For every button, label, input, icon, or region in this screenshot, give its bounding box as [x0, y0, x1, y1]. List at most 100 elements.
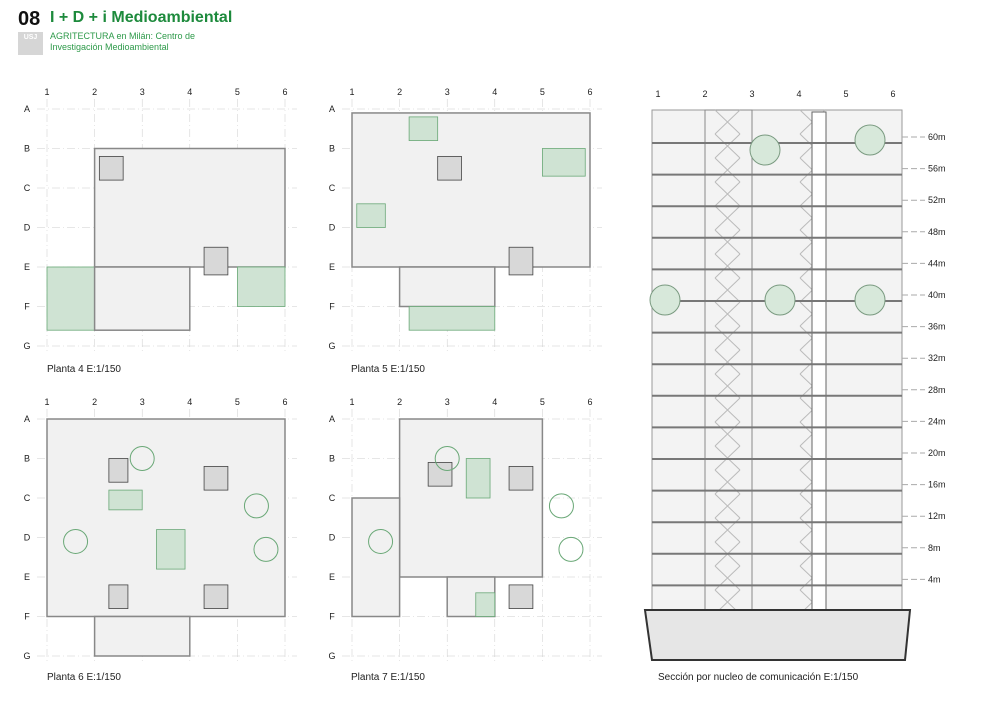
column-label: 3	[749, 89, 754, 99]
core	[508, 465, 534, 491]
floor-slab	[351, 497, 401, 618]
column-label: 5	[235, 397, 240, 407]
column-label: 6	[587, 87, 592, 97]
foundation	[643, 609, 912, 661]
subtitle-line: AGRITECTURA en Milán: Centro de	[50, 31, 196, 41]
tree-icon	[854, 124, 886, 156]
column-label: 5	[540, 87, 545, 97]
tree-icon	[649, 284, 681, 316]
planter	[408, 116, 439, 142]
cross-bracing	[714, 253, 741, 279]
level-label: 36m	[928, 322, 946, 332]
column-label: 3	[140, 397, 145, 407]
level-label: 20m	[928, 448, 946, 458]
row-label: G	[23, 651, 30, 661]
row-label: B	[24, 144, 30, 154]
planter	[46, 266, 95, 331]
row-label: E	[24, 572, 30, 582]
floor-slab	[93, 147, 286, 268]
planter	[108, 489, 143, 511]
row-label: E	[329, 572, 335, 582]
tree-icon	[243, 493, 269, 519]
column-label: 1	[44, 87, 49, 97]
row-label: C	[24, 183, 31, 193]
cross-bracing	[714, 373, 741, 399]
row-label: F	[24, 302, 30, 312]
row-label: C	[329, 183, 336, 193]
core	[108, 584, 129, 610]
column-label: 4	[492, 397, 497, 407]
floor-slab	[93, 266, 191, 331]
core	[203, 465, 229, 491]
tree-icon	[368, 528, 394, 554]
row-label: C	[329, 493, 336, 503]
row-label: A	[24, 104, 30, 114]
floor-slab	[351, 112, 591, 268]
board-subtitle: AGRITECTURA en Milán: Centro de Investig…	[50, 31, 270, 53]
column-label: 2	[92, 397, 97, 407]
column-label: 5	[235, 87, 240, 97]
plan-caption: Planta 4 E:1/150	[47, 364, 121, 375]
row-label: A	[329, 104, 335, 114]
level-label: 56m	[928, 164, 946, 174]
cross-bracing	[714, 301, 741, 327]
column-label: 6	[282, 87, 287, 97]
column-label: 6	[282, 397, 287, 407]
planter	[542, 148, 586, 177]
level-label: 48m	[928, 227, 946, 237]
column-label: 4	[492, 87, 497, 97]
column-label: 4	[187, 87, 192, 97]
level-label: 32m	[928, 353, 946, 363]
cross-bracing	[714, 109, 741, 135]
subtitle-line: Investigación Medioambiental	[50, 42, 169, 52]
row-label: D	[329, 533, 336, 543]
row-label: B	[329, 454, 335, 464]
core	[203, 246, 229, 276]
row-label: A	[329, 414, 335, 424]
column-label: 3	[445, 397, 450, 407]
board-number: 08	[18, 8, 41, 30]
level-label: 8m	[928, 543, 941, 553]
usj-logo: USJ	[18, 32, 43, 55]
plan-caption: Planta 5 E:1/150	[351, 364, 425, 375]
core	[108, 458, 129, 483]
board-title: I + D + i Medioambiental	[50, 9, 233, 26]
row-label: D	[329, 223, 336, 233]
row-label: G	[328, 341, 335, 351]
row-label: A	[24, 414, 30, 424]
row-label: F	[329, 302, 335, 312]
level-label: 44m	[928, 258, 946, 268]
floor-slab	[93, 615, 191, 657]
column-label: 2	[92, 87, 97, 97]
tree-icon	[749, 134, 781, 166]
row-label: E	[24, 262, 30, 272]
planter	[156, 529, 186, 570]
plan-caption: Planta 7 E:1/150	[351, 672, 425, 683]
core	[437, 155, 462, 181]
cross-bracing	[714, 325, 741, 351]
section-building	[651, 109, 903, 611]
floor-slab	[398, 266, 496, 308]
planter	[356, 203, 386, 228]
cross-bracing	[714, 349, 741, 375]
column-label: 6	[890, 89, 895, 99]
column-label: 6	[587, 397, 592, 407]
column-label: 3	[445, 87, 450, 97]
tree-icon	[434, 446, 460, 471]
floor-slab	[46, 418, 286, 618]
section-caption: Sección por nucleo de comunicación E:1/1…	[658, 672, 859, 683]
row-label: E	[329, 262, 335, 272]
tree-icon	[253, 536, 279, 562]
planter	[236, 266, 286, 307]
column-label: 5	[540, 397, 545, 407]
tree-icon	[63, 528, 89, 554]
tree-icon	[854, 284, 886, 316]
tree-icon	[764, 284, 796, 316]
level-label: 16m	[928, 480, 946, 490]
level-label: 28m	[928, 385, 946, 395]
column-label: 4	[796, 89, 801, 99]
column-label: 2	[702, 89, 707, 99]
planter	[475, 592, 496, 617]
